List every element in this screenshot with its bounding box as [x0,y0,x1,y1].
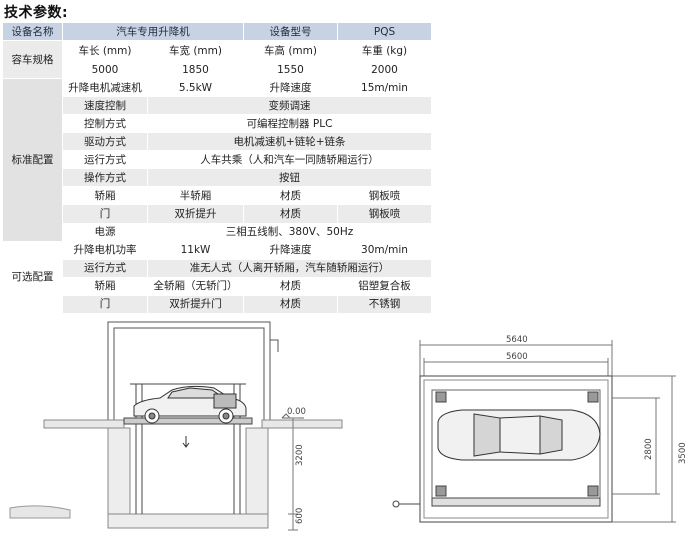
table-row: 控制方式 可编程控制器 PLC [3,114,432,134]
table-row: 5000 1850 1550 2000 [3,60,432,80]
down-arrow-icon [182,436,190,448]
std-cab-value: 半轿厢 [147,186,244,206]
header-device-name-label: 设备名称 [2,21,63,42]
std-door-material-value: 钢板喷 [337,204,432,224]
car-length-value: 5000 [62,60,148,80]
table-row: 操作方式 按钮 [3,168,432,188]
lift-platform [123,417,253,425]
std-door-material-label: 材质 [243,204,338,224]
car-side-icon [133,385,247,424]
opt-cab-label: 轿厢 [62,276,148,296]
car-top-icon [437,409,601,461]
plan-drawing [392,340,676,523]
ground-soil [9,419,343,529]
table-row: 运行方式 人车共乘（人和汽车一同随轿厢运行） [3,150,432,170]
std-speed-label: 升降速度 [243,78,338,98]
std-motor-label: 升降电机减速机 [62,78,148,98]
opt-cab-value: 全轿厢（无轿门） [147,276,244,296]
car-height-value: 1550 [243,60,338,80]
opt-speed-value: 30m/min [337,240,432,260]
table-row: 可选配置 升降电机功率 11kW 升降速度 30m/min [2,240,432,315]
table-row: 容车规格 车长 (mm) 车宽 (mm) 车高 (mm) 车重 (kg) [2,40,432,80]
opt-motor-value: 11kW [147,240,244,260]
car-width-label: 车宽 (mm) [147,40,244,62]
opt-motor-label: 升降电机功率 [62,240,148,260]
std-cab-label: 轿厢 [62,186,148,206]
table-row: 门 双折提升门 材质 不锈钢 [3,294,432,315]
table-row: 速度控制 变频调速 [3,96,432,116]
std-run-value: 人车共乘（人和汽车一同随轿厢运行） [147,150,432,170]
opt-door-material-value: 不锈钢 [337,294,432,315]
plan-outer-depth-label: 3500 [678,442,688,464]
opt-door-material-label: 材质 [243,294,338,315]
page-title: 技术参数: [4,5,69,21]
opt-run-value: 准无人式（人离开轿厢，汽车随轿厢运行） [147,258,432,278]
std-door-label: 门 [62,204,148,224]
header-device-name-value: 汽车专用升降机 [62,21,244,42]
std-power-label: 电源 [62,222,148,242]
std-drive-label: 驱动方式 [62,132,148,152]
opt-run-label: 运行方式 [62,258,148,278]
opt-cab-material-label: 材质 [243,276,338,296]
pit-depth-label: 3200 [295,444,305,466]
plan-inner-depth-label: 2800 [644,438,654,460]
table-row: 标准配置 升降电机减速机 5.5kW 升降速度 15m/min [2,78,432,242]
opt-speed-label: 升降速度 [243,240,338,260]
car-weight-label: 车重 (kg) [337,40,432,62]
std-control-value: 可编程控制器 PLC [147,114,432,134]
header-model-value: PQS [337,21,432,42]
shaft-hook [270,339,279,352]
shaft-outline [107,321,271,420]
plan-outer-width-label: 5640 [506,335,528,345]
std-speed-control-value: 变频调速 [147,96,432,116]
car-height-label: 车高 (mm) [243,40,338,62]
std-operation-value: 按钮 [147,168,432,188]
car-spec-label: 容车规格 [2,40,63,80]
std-control-label: 控制方式 [62,114,148,134]
car-length-label: 车长 (mm) [62,40,148,62]
std-drive-value: 电机减速机+链轮+链条 [147,132,432,152]
opt-config-label: 可选配置 [2,240,63,315]
plan-inner-width-label: 5600 [506,352,528,362]
std-cab-material-label: 材质 [243,186,338,206]
opt-door-value: 双折提升门 [147,294,244,315]
pit-bottom-label: 600 [295,508,305,524]
table-row: 轿厢 半轿厢 材质 钢板喷 [3,186,432,206]
elevation-drawing [9,321,343,531]
std-config-label: 标准配置 [2,78,63,242]
std-run-label: 运行方式 [62,150,148,170]
table-row: 电源 三相五线制、380V、50Hz [3,222,432,242]
std-speed-control-label: 速度控制 [62,96,148,116]
std-motor-value: 5.5kW [147,78,244,98]
table-row: 运行方式 准无人式（人离开轿厢，汽车随轿厢运行） [3,258,432,278]
technical-drawings: 0.00 3200 600 [9,321,688,531]
std-speed-value: 15m/min [337,78,432,98]
std-cab-material-value: 钢板喷 [337,186,432,206]
table-row: 驱动方式 电机减速机+链轮+链条 [3,132,432,152]
car-width-value: 1850 [147,60,244,80]
plan-room-outline [419,375,613,523]
opt-cab-material-value: 铝塑复合板 [337,276,432,296]
table-header-row: 设备名称 汽车专用升降机 设备型号 PQS [2,21,432,42]
shaft-inner-outline [113,327,265,420]
header-model-label: 设备型号 [243,21,338,42]
table-row: 门 双折提升 材质 钢板喷 [3,204,432,224]
table-row: 轿厢 全轿厢（无轿门） 材质 铝塑复合板 [3,276,432,296]
opt-door-label: 门 [62,294,148,315]
ground-level-label: 0.00 [287,407,306,417]
car-weight-value: 2000 [337,60,432,80]
std-power-value: 三相五线制、380V、50Hz [147,222,432,242]
std-operation-label: 操作方式 [62,168,148,188]
std-door-value: 双折提升 [147,204,244,224]
spec-table: 设备名称 汽车专用升降机 设备型号 PQS 容车规格 车长 (mm) 车宽 (m… [2,21,432,315]
